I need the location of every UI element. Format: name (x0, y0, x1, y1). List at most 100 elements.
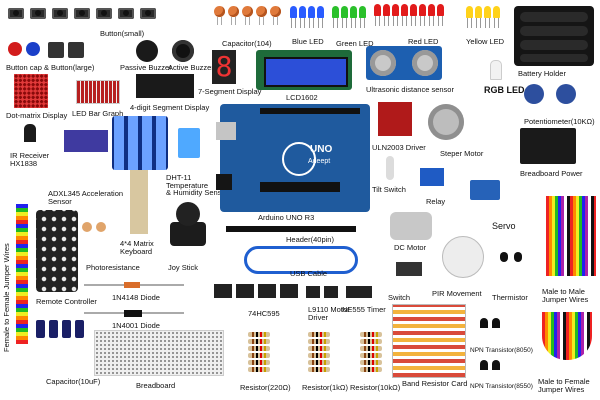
label-stepper: Steper Motor (440, 149, 484, 158)
label-usb-cable: USB Cable (290, 269, 328, 278)
dot-matrix-display (14, 74, 48, 108)
breadboard-power (520, 128, 576, 164)
label-res-220: Resistor(220Ω) (240, 383, 291, 392)
ir-receiver (24, 124, 36, 142)
usb-cable (244, 246, 358, 274)
label-arduino: Arduino UNO R3 (258, 213, 315, 222)
label-four-digit: 4-digit Segment Display (130, 103, 210, 112)
label-active-buzzer: Active Buzzer (168, 63, 214, 72)
passive-buzzer (136, 40, 158, 62)
label-dot-matrix: Dot-matrix Display (6, 111, 68, 120)
small-buttons (8, 8, 168, 30)
npn-transistors-8050 (480, 318, 510, 332)
label-res-1k: Resistor(1kΩ) (302, 383, 349, 392)
thermistors (500, 252, 530, 282)
joystick (166, 202, 210, 250)
label-dc-motor: DC Motor (394, 243, 427, 252)
label-green-led: Green LED (336, 39, 374, 48)
label-band-card: Band Resistor Card (402, 379, 468, 388)
label-rgb-led: RGB LED (484, 85, 525, 95)
four-digit-display (136, 74, 194, 98)
dht11-sensor (178, 128, 200, 158)
yellow-leds (466, 6, 506, 36)
potentiometers (520, 84, 590, 112)
label-seven-segment: 7-Segment Display (198, 87, 262, 96)
label-capacitor-10uf: Capacitor(10uF) (46, 377, 101, 386)
active-buzzer (172, 40, 194, 62)
arduino-uno-board: UNO Adeept (216, 104, 370, 212)
stepper-motor (428, 104, 464, 140)
label-res-10k: Resistor(10kΩ) (350, 383, 401, 392)
label-74hc595: 74HC595 (248, 309, 280, 318)
label-button-cap: Button cap & Button(large) (6, 63, 95, 72)
pir-sensor (442, 236, 484, 278)
label-npn-8550: NPN Transistor(8550) (470, 383, 533, 390)
resistors-1k (292, 332, 346, 376)
label-pir: PIR Movement (432, 289, 482, 298)
uln2003-driver (378, 102, 412, 136)
label-uln2003: ULN2003 Driver (372, 143, 426, 152)
male-female-jumper-wires (542, 312, 592, 360)
capacitors-104 (214, 6, 284, 36)
label-breadboard: Breadboard (136, 381, 176, 390)
label-header: Header(40pin) (286, 235, 334, 244)
female-female-jumper-wires (16, 204, 28, 344)
blue-leds (290, 6, 340, 36)
lcd1602 (256, 50, 352, 90)
rgb-led (490, 60, 502, 80)
label-switch: Switch (388, 293, 411, 302)
label-breadboard-power: Breadboard Power (520, 169, 583, 178)
label-passive-buzzer: Passive Buzzer (120, 63, 172, 72)
ic-74hc595 (214, 284, 298, 298)
led-bar-graph (76, 80, 120, 104)
label-servo: Servo (492, 221, 516, 231)
label-tilt-switch: Tilt Switch (372, 185, 406, 194)
label-ne555: NE555 Timer (342, 305, 386, 314)
ic-ne555 (346, 286, 372, 298)
slide-switches (396, 262, 422, 276)
label-led-bar: LED Bar Graph (72, 109, 124, 118)
button-caps (8, 40, 108, 62)
servo (470, 180, 500, 200)
resistors-220 (232, 332, 286, 376)
label-female-female: Female to Female Jumper Wires (2, 243, 11, 352)
adeept-logo: Adeept (308, 158, 331, 165)
keyboard-ribbon (130, 170, 148, 234)
label-npn-8050: NPN Transistor(8050) (470, 347, 533, 354)
dc-motor (390, 212, 432, 240)
seven-segment-display: 8 (212, 50, 236, 84)
uno-logo: UNO (310, 144, 333, 155)
header-pins (226, 226, 356, 232)
label-ultrasonic: Ultrasonic distance sensor (366, 85, 454, 94)
segment-digit: 8 (215, 50, 233, 83)
breadboard (94, 330, 224, 376)
label-diode-4001: 1N4001 Diode (112, 321, 160, 330)
red-leds (374, 4, 464, 34)
label-joystick: Joy Stick (168, 263, 199, 272)
band-resistor-card (392, 304, 466, 378)
label-diode-4148: 1N4148 Diode (112, 293, 160, 302)
photoresistors (82, 222, 122, 242)
green-leds (332, 6, 382, 36)
npn-transistors-8550 (480, 360, 510, 374)
label-remote: Remote Controller (36, 297, 97, 306)
label-adxl345: ADXL345 Acceleration Sensor (48, 189, 124, 206)
resistors-10k (344, 332, 398, 376)
capacitors-10uf (36, 320, 96, 350)
label-male-female: Male to Female Jumper Wires (538, 377, 590, 394)
diodes-1n4001 (84, 310, 184, 320)
label-matrix-keyboard: 4*4 Matrix Keyboard (120, 239, 154, 256)
diodes-1n4148 (84, 282, 184, 292)
label-relay: Relay (426, 197, 446, 206)
relay (420, 168, 444, 186)
matrix-keyboard (112, 116, 168, 170)
label-red-led: Red LED (408, 37, 439, 46)
label-potentiometer: Potentiometer(10KΩ) (524, 117, 595, 126)
label-battery-holder: Battery Holder (518, 69, 566, 78)
tilt-switch (386, 156, 394, 180)
remote-controller (36, 210, 78, 292)
label-dht11: DHT-11 Temperature & Humidity Sensor (166, 173, 229, 197)
label-male-male: Male to Male Jumper Wires (542, 287, 589, 304)
label-lcd1602: LCD1602 (286, 93, 318, 102)
label-yellow-led: Yellow LED (466, 37, 505, 46)
